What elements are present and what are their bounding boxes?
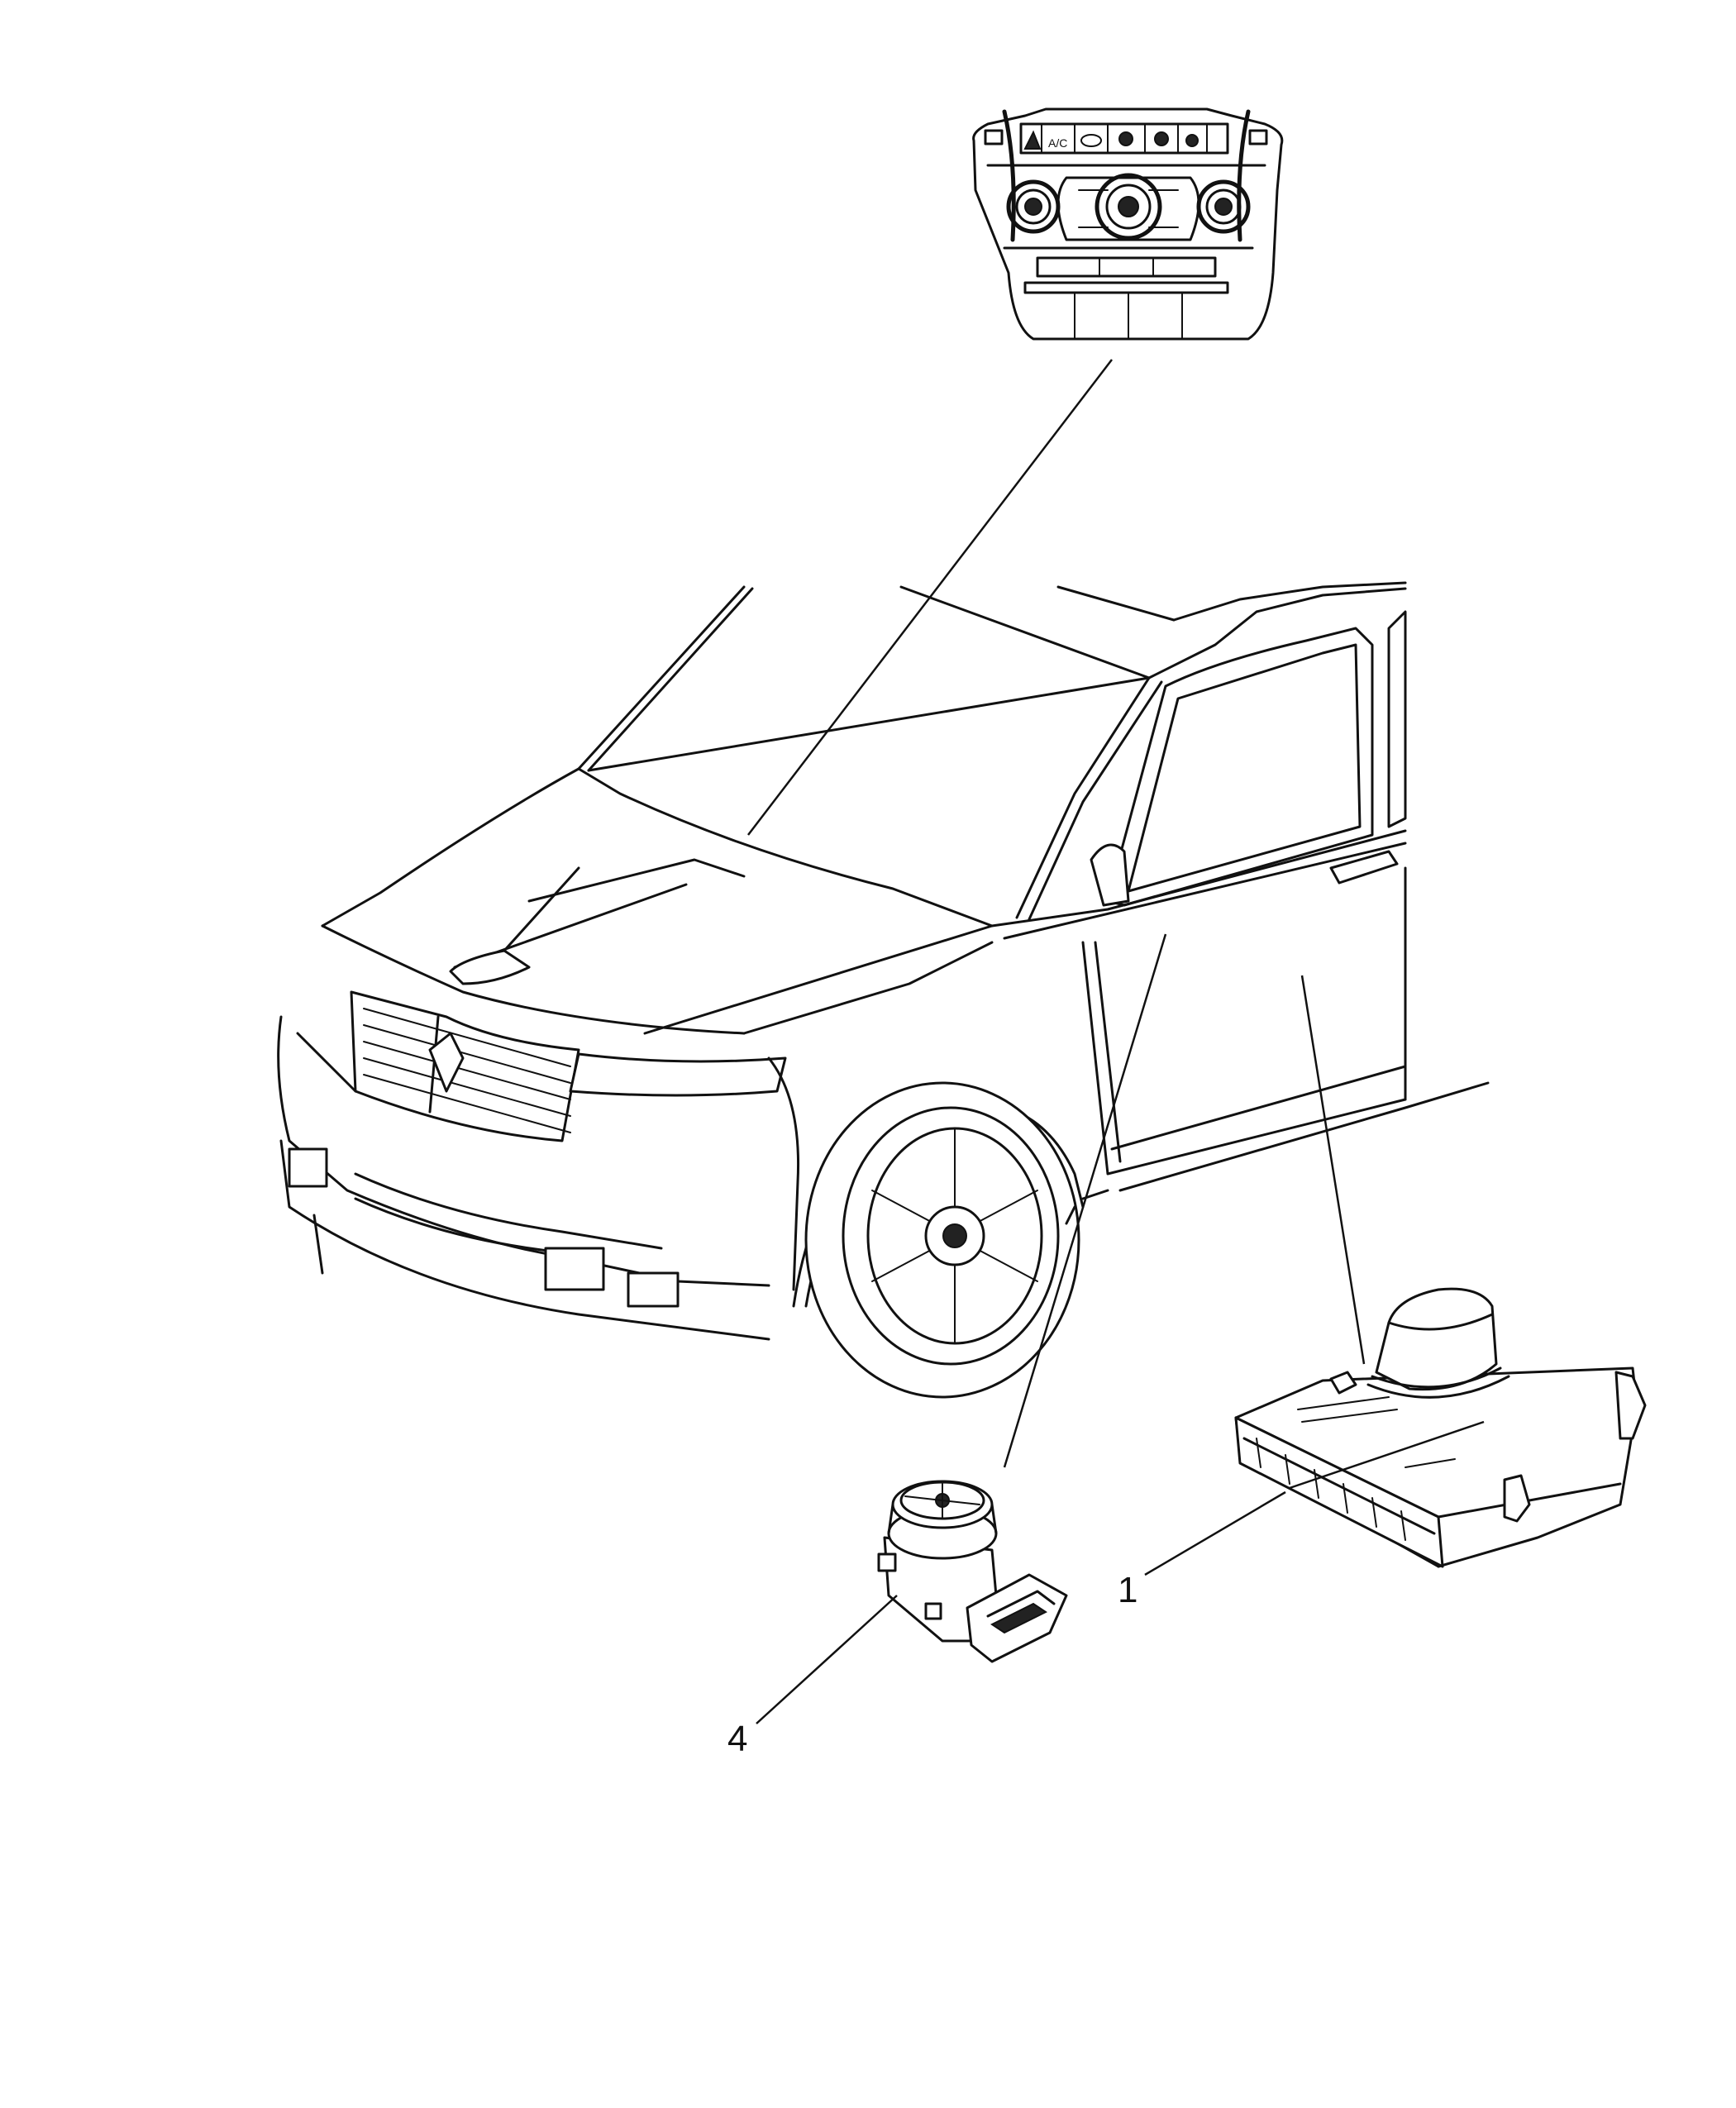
suv-vehicle-icon	[277, 581, 1490, 1399]
leader-module-2	[1289, 1420, 1485, 1490]
control-module-icon	[1234, 1287, 1647, 1568]
svg-text:A/C: A/C	[1048, 136, 1067, 150]
leader-lines	[747, 359, 1485, 1724]
blend-door-actuator-icon	[877, 1480, 1068, 1663]
leader-panel	[747, 359, 1113, 836]
leader-actuator	[1003, 933, 1167, 1468]
callout-1: 1	[1118, 1570, 1137, 1610]
leader-callout-1	[1144, 1490, 1286, 1576]
climate-control-panel-icon: A/C	[972, 107, 1284, 341]
leader-module	[1300, 975, 1366, 1365]
leader-callout-4	[756, 1595, 898, 1724]
callout-4: 4	[727, 1719, 747, 1759]
